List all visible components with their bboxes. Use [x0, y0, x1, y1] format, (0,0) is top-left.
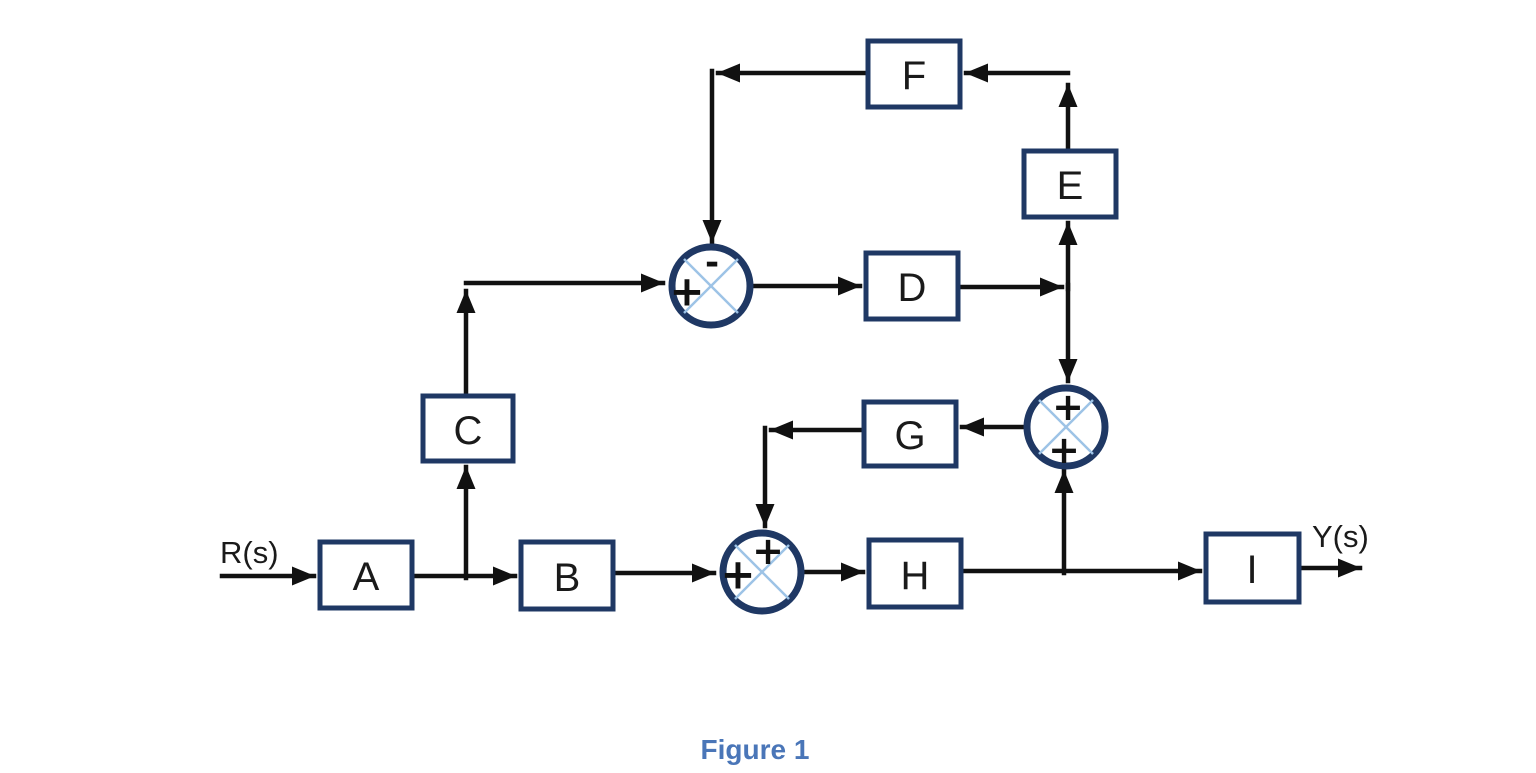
block-E-box	[1021, 148, 1119, 220]
sum-middle-bottom-sign: +	[1048, 428, 1080, 472]
block-C-box	[420, 393, 516, 464]
junction-cross-line	[734, 544, 790, 600]
block-F: F	[865, 38, 963, 110]
block-C-label: C	[454, 409, 483, 453]
figure-caption: Figure 1	[701, 734, 810, 765]
wires	[219, 63, 1363, 586]
summing-junction-middle: + +	[1023, 384, 1109, 472]
block-F-label: F	[902, 54, 926, 98]
sum-lower-left-sign: +	[720, 550, 755, 599]
block-I-label: I	[1246, 548, 1257, 592]
block-E-label: E	[1057, 164, 1084, 208]
block-G-box	[861, 399, 959, 469]
summing-junction-lower: + +	[719, 529, 805, 615]
junction-cross-line	[1038, 399, 1094, 455]
block-B: B	[518, 539, 616, 612]
summing-junction-upper: + -	[668, 243, 754, 329]
block-I-box	[1203, 531, 1302, 605]
block-D-box	[863, 250, 961, 322]
sum-upper-top-sign: -	[705, 243, 719, 283]
output-signal-label: Y(s)	[1312, 519, 1369, 554]
block-G-label: G	[894, 414, 925, 458]
block-D: D	[863, 250, 961, 322]
block-A: A	[317, 539, 415, 611]
block-B-box	[518, 539, 616, 612]
block-A-box	[317, 539, 415, 611]
block-E: E	[1021, 148, 1119, 220]
junction-cross-line	[683, 258, 739, 314]
block-C: C	[420, 393, 516, 464]
sum-lower-top-sign: +	[752, 529, 784, 573]
block-D-label: D	[898, 266, 927, 310]
block-H-label: H	[901, 554, 930, 598]
sum-middle-top-sign: +	[1052, 385, 1084, 429]
input-signal-label: R(s)	[220, 535, 279, 570]
block-H-box	[866, 537, 964, 610]
block-B-label: B	[554, 556, 581, 600]
block-H: H	[866, 537, 964, 610]
block-I: I	[1203, 531, 1302, 605]
block-A-label: A	[353, 555, 380, 599]
sum-upper-left-sign: +	[669, 267, 704, 316]
block-F-box	[865, 38, 963, 110]
block-G: G	[861, 399, 959, 469]
